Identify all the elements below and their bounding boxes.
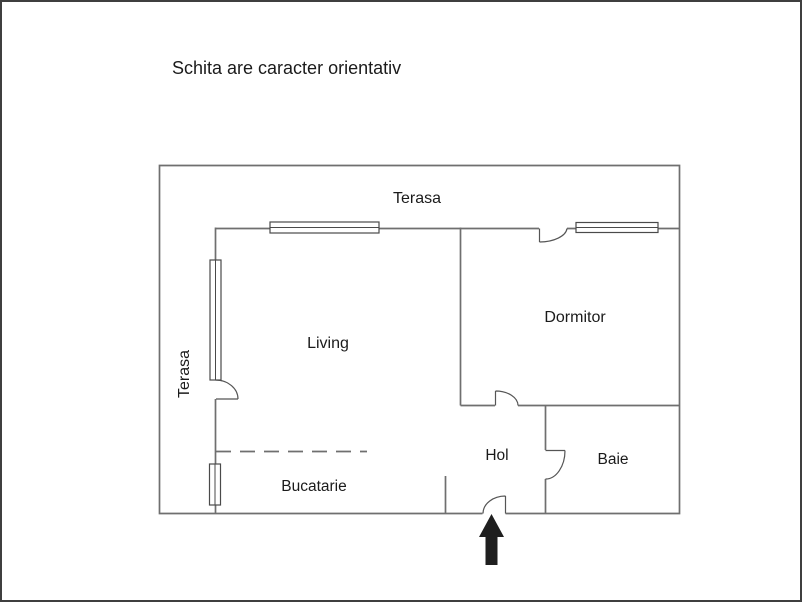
window-dormitor-top: [575, 221, 659, 234]
label-terasa-top: Terasa: [393, 190, 441, 207]
terrace-outline: [158, 164, 681, 515]
window-living-top: [269, 221, 380, 234]
door-terasa-living: [215, 379, 239, 400]
window-bucatarie-left: [208, 463, 222, 506]
label-terasa-left: Terasa: [176, 350, 193, 398]
window-living-left: [209, 259, 222, 381]
door-hol-dormitor: [494, 390, 519, 406]
label-bucatarie: Bucatarie: [281, 478, 346, 495]
door-hol-baie: [545, 449, 566, 480]
entrance-arrow-icon: [479, 514, 504, 565]
label-baie: Baie: [597, 451, 628, 468]
door-entrance: [482, 495, 507, 514]
label-living: Living: [307, 335, 349, 352]
label-dormitor: Dormitor: [544, 309, 606, 326]
door-terasa-dormitor: [538, 228, 568, 243]
page-title: Schita are caracter orientativ: [172, 58, 401, 78]
label-hol: Hol: [485, 447, 508, 464]
